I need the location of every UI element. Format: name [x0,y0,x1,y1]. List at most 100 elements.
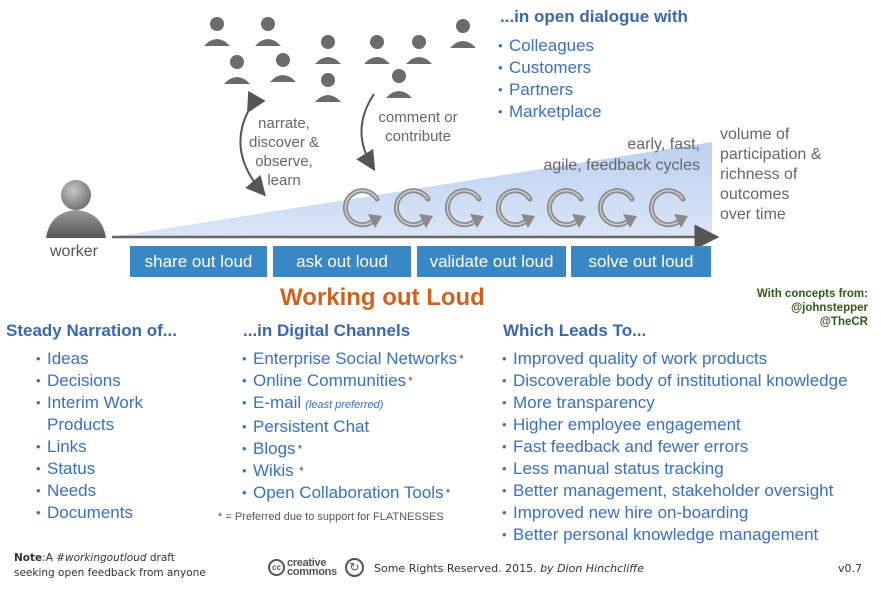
channel-item: Open Collaboration Tools* [242,482,464,504]
worker-icon [46,180,106,238]
main-title: Working out Loud [280,284,485,311]
narration-heading: Steady Narration of... [6,321,177,340]
narrate-caption: narrate, discover & observe, learn [236,114,332,190]
volume-caption: volume of participation & richness of outco… [720,125,860,225]
caption-line: early, fast, [627,136,700,153]
caption-line: discover & [248,134,320,151]
channel-item: Enterprise Social Networks* [242,348,464,370]
footer-note: Note:A #workingoutloud draft seeking ope… [14,551,206,581]
outcome-item: Fast feedback and fewer errors [502,436,848,458]
note-text-b: draft [146,552,175,564]
narration-item: Links [36,436,143,458]
dialogue-item: Colleagues [498,35,602,57]
caption-line: participation & [720,146,822,163]
narration-item: Status [36,458,143,480]
narrate-double-arrow [239,90,266,197]
caption-line: contribute [385,128,451,145]
narration-item: Documents [36,502,143,524]
outcome-item: Less manual status tracking [502,458,848,480]
cc-logo: cc creative commons ↻ [268,556,364,578]
note-line-2: seeking open feedback from anyone [14,567,206,579]
caption-line: agile, feedback cycles [543,157,700,174]
caption-line: over time [720,206,786,223]
preferred-mark: * [297,442,303,456]
channel-item: Blogs* [242,438,464,460]
author: by Dion Hinchcliffe [540,562,644,575]
feedback-cycle-icons [342,188,688,228]
preferred-mark: * [408,374,413,388]
caption-line: richness of [720,166,798,183]
note-text-a: :A [42,552,57,564]
narration-item-continuation: Products [47,415,115,434]
channel-name: Enterprise Social Networks [253,349,458,368]
outcome-item: Improved quality of work products [502,348,848,370]
preferred-mark: * [295,464,304,478]
version: v0.7 [838,562,863,575]
channel-name: Persistent Chat [253,417,370,436]
diagram-graphics [46,17,720,250]
channel-name: Blogs [253,439,296,458]
preferred-mark: * [445,486,451,500]
caption-line: volume of [720,126,790,143]
channel-item: Wikis * [242,460,464,482]
dialogue-list: ColleaguesCustomersPartnersMarketplace [498,35,602,123]
caption-line: outcomes [720,186,790,203]
channels-heading: ...in Digital Channels [243,321,411,340]
credit-handle-1: @johnstepper [790,302,868,314]
preferred-mark: * [459,352,464,366]
leads-list: Improved quality of work productsDiscove… [502,348,848,546]
outcome-item: Better management, stakeholder oversight [502,480,848,502]
worker-label: worker [50,243,99,260]
channel-name: Open Collaboration Tools [253,483,444,502]
caption-line: learn [267,172,301,189]
dialogue-title: ...in open dialogue with [500,7,688,26]
cycle-arrow-icon [648,188,688,228]
credit-handle-2: @TheCR [819,316,868,328]
dialogue-item: Customers [498,57,602,79]
outcome-item: More transparency [502,392,848,414]
leads-heading: Which Leads To... [503,321,647,340]
caption-line: narrate, [258,115,310,132]
channel-item: Online Communities* [242,370,464,392]
channel-name: Wikis [253,461,294,480]
channel-item: E-mail(least preferred) [242,392,464,416]
caption-line: observe, [255,153,313,170]
cycle-arrow-icon [393,188,433,228]
cc-logo-word-1: creative [287,556,327,569]
cycle-arrow-icon [444,188,484,228]
outcome-item: Better personal knowledge management [502,524,848,546]
stage-ask: ask out loud [273,246,411,277]
credits-label: With concepts from: [756,288,868,300]
comment-caption: comment or contribute [368,108,468,146]
cycle-arrow-icon [495,188,535,228]
rights-text: Some Rights Reserved. 2015. by Dion Hinc… [374,561,644,576]
narration-list: IdeasDecisionsInterim WorkProductsLinksS… [36,348,143,524]
cycle-arrow-icon [546,188,586,228]
note-label: Note [14,552,43,564]
caption-line: comment or [378,109,458,126]
channels-list: Enterprise Social Networks*Online Commun… [242,348,464,504]
channel-name: Online Communities [253,371,407,390]
cycles-caption: early, fast, agile, feedback cycles [500,134,700,176]
people-group-icon [204,17,476,102]
outcome-item: Discoverable body of institutional knowl… [502,370,848,392]
narration-item: Ideas [36,348,143,370]
cycle-arrow-icon [597,188,637,228]
cc-circle-icon: cc [268,559,285,576]
channel-name: E-mail [253,393,302,412]
outcome-item: Improved new hire on-boarding [502,502,848,524]
dialogue-item: Partners [498,79,602,101]
stage-validate: validate out loud [417,246,566,277]
note-tag: #workingoutloud [56,552,147,564]
stage-solve: solve out loud [571,246,711,277]
channel-note: (least preferred) [305,399,384,411]
outcome-item: Higher employee engagement [502,414,848,436]
narration-item: Needs [36,480,143,502]
channel-item: Persistent Chat [242,416,464,438]
cc-logo-word-2: commons [287,565,337,578]
rights-label: Some Rights Reserved. 2015. [374,562,537,575]
narration-item: Decisions [36,370,143,392]
dialogue-item: Marketplace [498,101,602,123]
cycle-arrow-icon [342,188,382,228]
comment-arrow [356,93,376,172]
